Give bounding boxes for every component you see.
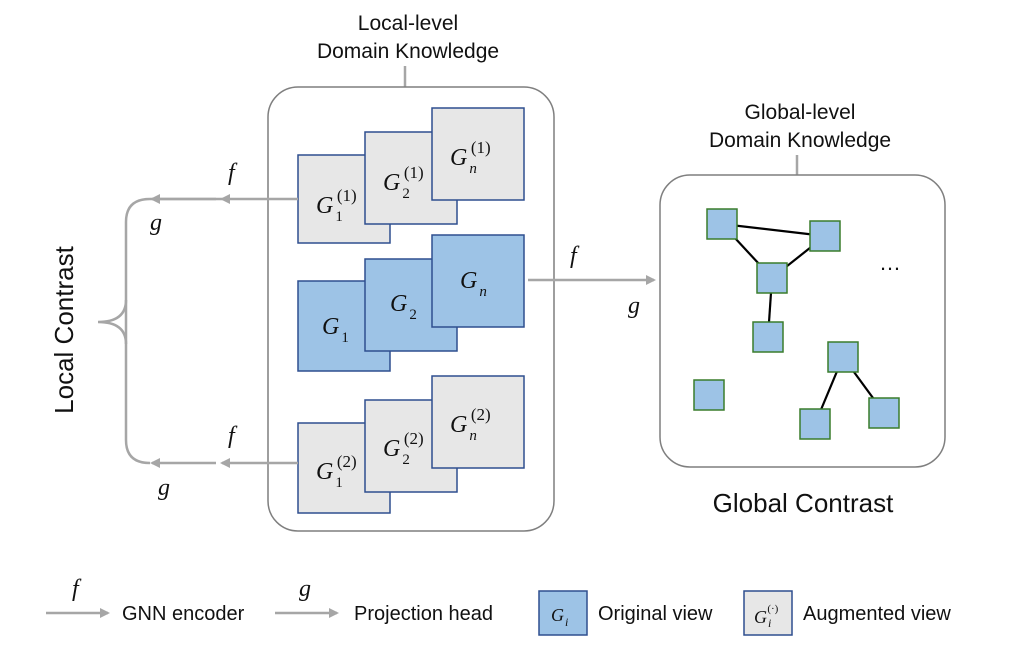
- aug1-g-label: g: [150, 210, 162, 236]
- legend-original-symbol: Gi: [551, 605, 568, 629]
- graph-node: [756, 262, 788, 294]
- legend-g-symbol: g: [299, 576, 311, 602]
- global-f-label: f: [570, 243, 580, 269]
- legend-augmented-text: Augmented view: [803, 603, 951, 625]
- graph-node: [827, 341, 859, 373]
- legend-f-symbol: f: [72, 576, 82, 602]
- graph-node: [693, 379, 725, 411]
- local-contrast-path: [124, 197, 222, 465]
- graph-node: [799, 408, 831, 440]
- graph-node: [752, 321, 784, 353]
- global-g-label: g: [628, 293, 640, 319]
- local-knowledge-title-line1: Local-level: [358, 12, 458, 35]
- global-contrast-label: Global Contrast: [713, 488, 894, 518]
- legend-augmented-swatch: [743, 590, 793, 636]
- legend-original-text: Original view: [598, 603, 713, 625]
- legend-f-text: GNN encoder: [122, 603, 245, 625]
- graph-node: [809, 220, 841, 252]
- aug2-g-label: g: [158, 475, 170, 501]
- local-knowledge-title-line2: Domain Knowledge: [317, 40, 499, 63]
- legend-g-text: Projection head: [354, 603, 493, 625]
- edge: [721, 222, 826, 238]
- legend-original-swatch: [538, 590, 588, 636]
- legend: f GNN encoder g Projection head Gi Origi…: [46, 576, 951, 636]
- legend-augmented-symbol: Gi(·): [754, 603, 779, 630]
- aug1-graph-n: [431, 107, 525, 201]
- graphs-ellipsis: …: [879, 250, 901, 275]
- graph-node: [706, 208, 738, 240]
- aug2-graph-n: [431, 375, 525, 469]
- global-knowledge-title-line1: Global-level: [745, 101, 856, 124]
- aug2-f-label: f: [228, 423, 238, 449]
- global-knowledge-title-line2: Domain Knowledge: [709, 129, 891, 152]
- aug1-f-label: f: [228, 160, 238, 186]
- graph-node: [868, 397, 900, 429]
- local-contrast-label: Local Contrast: [49, 245, 79, 413]
- orig-graph-n: [431, 234, 525, 328]
- global-graph-nodes: [693, 208, 900, 440]
- global-view-panel: [659, 174, 946, 468]
- local-contrast-brace: [97, 299, 128, 345]
